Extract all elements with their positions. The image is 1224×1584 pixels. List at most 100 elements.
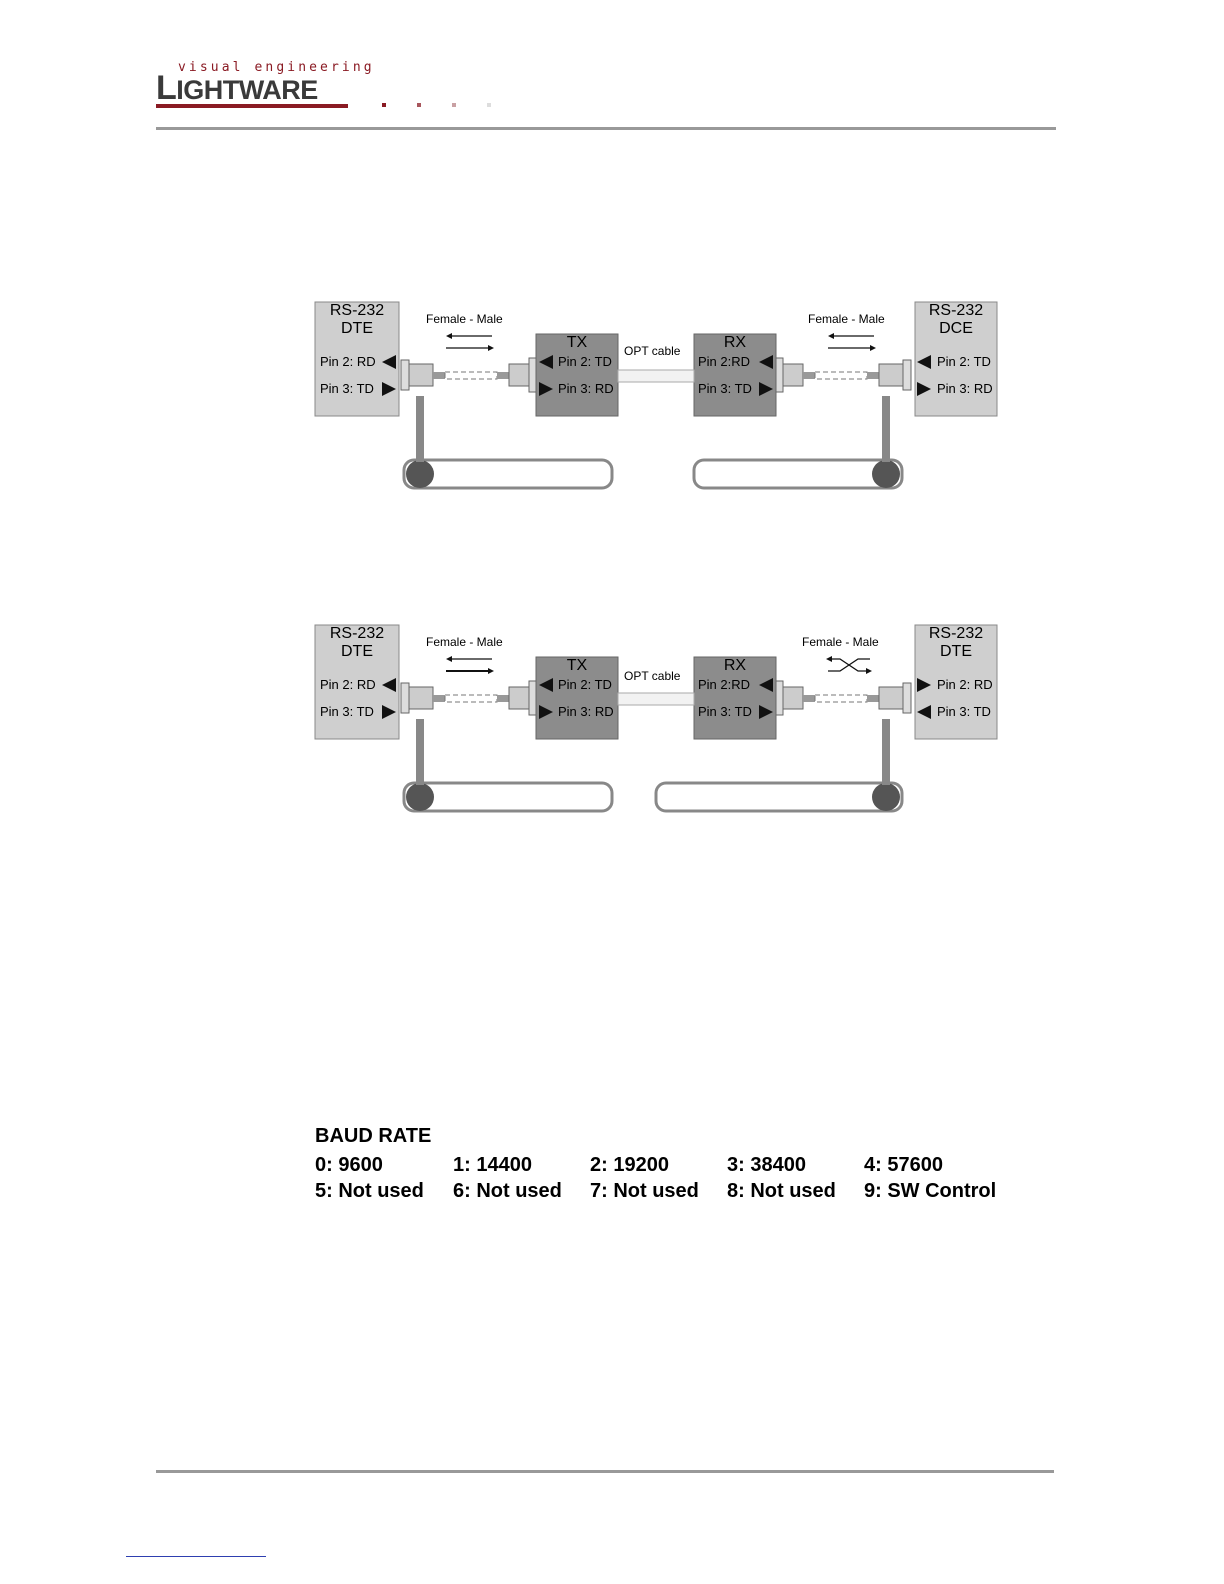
tx-pin2-label: Pin 2: TD xyxy=(558,677,612,692)
baud-rate-option: 8: Not used xyxy=(727,1180,836,1202)
diagram-graphics xyxy=(314,301,998,490)
label-bar xyxy=(402,781,614,813)
connector-icon xyxy=(775,680,784,716)
baud-rate-grid: 0: 9600 1: 14400 2: 19200 3: 38400 4: 57… xyxy=(315,1154,1015,1210)
cable-icon xyxy=(814,694,868,703)
rx-pin3-label: Pin 3: TD xyxy=(698,381,752,396)
right-device-box xyxy=(914,624,998,740)
arrow-left-icon xyxy=(759,678,773,692)
arrow-right-icon xyxy=(539,382,553,396)
left-pin2-label: Pin 2: RD xyxy=(320,354,376,369)
arrow-right-icon xyxy=(759,382,773,396)
tx-pin3-label: Pin 3: RD xyxy=(558,704,614,719)
baud-rate-option: 5: Not used xyxy=(315,1180,424,1202)
right-pin3-label: Pin 3: RD xyxy=(937,381,993,396)
diagram-graphics xyxy=(314,624,998,813)
arrow-right-icon xyxy=(917,382,931,396)
tx-pin2-label: Pin 2: TD xyxy=(558,354,612,369)
left-cable-label: Female - Male xyxy=(426,312,503,326)
arrow-left-icon xyxy=(917,705,931,719)
arrow-left-icon xyxy=(382,355,396,369)
arrow-left-icon xyxy=(539,678,553,692)
opt-cable-line xyxy=(617,692,695,706)
logo-wordmark: LIGHTWARE xyxy=(156,70,318,108)
arrow-left-icon xyxy=(828,333,834,339)
rx-pin2-label: Pin 2:RD xyxy=(698,677,751,692)
arrow-left-icon xyxy=(382,678,396,692)
baud-rate-option: 1: 14400 xyxy=(453,1154,532,1176)
opt-cable-line xyxy=(617,369,695,383)
arrow-left-icon xyxy=(917,355,931,369)
header-dot xyxy=(487,103,491,107)
connector-icon xyxy=(775,357,784,393)
baud-rate-heading: BAUD RATE xyxy=(315,1125,432,1147)
rx-box xyxy=(693,333,777,417)
connector-icon xyxy=(508,363,530,387)
rx-title: RX xyxy=(723,334,747,351)
label-bar xyxy=(654,781,904,813)
arrow-left-icon xyxy=(446,333,452,339)
arrow-left-icon xyxy=(759,355,773,369)
opt-cable-label: OPT cable xyxy=(624,669,681,683)
rx-title: RX xyxy=(723,657,747,674)
header-rule xyxy=(156,127,1056,130)
header-dot xyxy=(382,103,386,107)
tx-box xyxy=(535,656,619,740)
baud-rate-option: 3: 38400 xyxy=(727,1154,806,1176)
footer-link-underline[interactable] xyxy=(126,1556,266,1557)
lightware-logo: visual engineering LIGHTWARE xyxy=(156,58,372,114)
right-pin3-label: Pin 3: TD xyxy=(937,704,991,719)
baud-rate-option: 4: 57600 xyxy=(864,1154,943,1176)
baud-rate-option: 0: 9600 xyxy=(315,1154,383,1176)
tx-pin3-label: Pin 3: RD xyxy=(558,381,614,396)
left-pin3-label: Pin 3: TD xyxy=(320,381,374,396)
rx-box xyxy=(693,656,777,740)
logo-underline xyxy=(156,104,348,108)
baud-rate-option: 6: Not used xyxy=(453,1180,562,1202)
rx-pin3-label: Pin 3: TD xyxy=(698,704,752,719)
connector-icon xyxy=(878,363,904,387)
right-cable-label: Female - Male xyxy=(808,312,885,326)
tx-title: TX xyxy=(566,657,588,674)
arrow-right-icon xyxy=(759,705,773,719)
right-cable-label: Female - Male xyxy=(802,635,879,649)
baud-rate-option: 7: Not used xyxy=(590,1180,699,1202)
arrow-left-icon xyxy=(539,355,553,369)
cable-icon xyxy=(444,371,498,380)
right-pin2-label: Pin 2: TD xyxy=(937,354,991,369)
tx-title: TX xyxy=(566,334,588,351)
left-device-box xyxy=(314,301,400,417)
baud-rate-table: BAUD RATE 0: 9600 1: 14400 2: 19200 3: 3… xyxy=(315,1124,1015,1210)
rx-pin2-label: Pin 2:RD xyxy=(698,354,751,369)
logo-letter-l: L xyxy=(156,69,177,107)
arrow-right-icon xyxy=(382,382,396,396)
left-pin3-label: Pin 3: TD xyxy=(320,704,374,719)
header-dot xyxy=(452,103,456,107)
connector-icon xyxy=(878,686,904,710)
connector-icon xyxy=(400,682,410,714)
left-device-box xyxy=(314,624,400,740)
right-pin2-label: Pin 2: RD xyxy=(937,677,993,692)
label-bar xyxy=(402,458,614,490)
connector-icon xyxy=(400,359,410,391)
logo-letters-rest: IGHTWARE xyxy=(176,75,318,105)
logo-tagline: visual engineering xyxy=(178,60,375,75)
arrow-right-icon xyxy=(917,678,931,692)
baud-rate-option: 9: SW Control xyxy=(864,1180,997,1202)
header-dot xyxy=(417,103,421,107)
baud-rate-option: 2: 19200 xyxy=(590,1154,669,1176)
arrow-right-icon xyxy=(488,345,494,351)
arrow-right-icon xyxy=(488,668,494,674)
arrow-right-icon xyxy=(870,345,876,351)
left-pin2-label: Pin 2: RD xyxy=(320,677,376,692)
cable-icon xyxy=(814,371,868,380)
left-cable-label: Female - Male xyxy=(426,635,503,649)
footer-rule xyxy=(156,1470,1054,1473)
cable-icon xyxy=(444,694,498,703)
